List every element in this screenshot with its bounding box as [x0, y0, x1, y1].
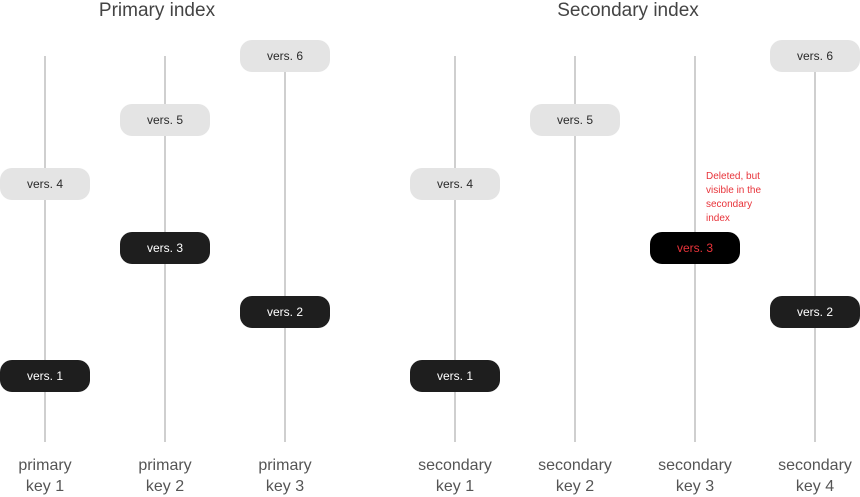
- version-pill: vers. 2: [240, 296, 330, 328]
- lane-key-name: key 2: [555, 478, 595, 495]
- lane-key-name: key 3: [675, 478, 715, 495]
- lane-key-label: secondary key 2: [515, 455, 635, 497]
- version-timeline-line: [44, 56, 46, 442]
- lane-key-type: primary: [138, 457, 192, 474]
- annotation-line: Deleted, but: [706, 171, 760, 182]
- version-pill: vers. 1: [0, 360, 90, 392]
- lane-key-label: secondary key 4: [755, 455, 860, 497]
- version-pill: vers. 2: [770, 296, 860, 328]
- version-pill: vers. 3: [650, 232, 740, 264]
- version-timeline-line: [574, 56, 576, 442]
- version-pill: vers. 5: [530, 104, 620, 136]
- annotation-line: visible in the: [706, 185, 762, 196]
- version-pill: vers. 1: [410, 360, 500, 392]
- version-pill: vers. 3: [120, 232, 210, 264]
- lane-key-name: key 1: [25, 478, 65, 495]
- lane-key-name: key 4: [795, 478, 835, 495]
- lane-key-label: primary key 1: [0, 455, 105, 497]
- lane-key-type: secondary: [418, 457, 492, 474]
- annotation-line: index: [706, 213, 730, 224]
- version-pill: vers. 6: [770, 40, 860, 72]
- version-timeline-line: [814, 56, 816, 442]
- lane-key-name: key 3: [265, 478, 305, 495]
- lane-key-type: secondary: [658, 457, 732, 474]
- lane-key-name: key 2: [145, 478, 185, 495]
- version-timeline-line: [454, 56, 456, 442]
- lane-key-label: primary key 3: [225, 455, 345, 497]
- version-pill: vers. 4: [0, 168, 90, 200]
- secondary-index-title: Secondary index: [557, 0, 699, 21]
- lane-key-label: primary key 2: [105, 455, 225, 497]
- deleted-annotation: Deleted, but visible in the secondary in…: [706, 170, 776, 226]
- lane-key-type: secondary: [538, 457, 612, 474]
- version-pill: vers. 6: [240, 40, 330, 72]
- lane-key-name: key 1: [435, 478, 475, 495]
- lane-key-type: primary: [18, 457, 72, 474]
- annotation-line: secondary: [706, 199, 753, 210]
- lane-key-type: secondary: [778, 457, 852, 474]
- version-pill: vers. 4: [410, 168, 500, 200]
- primary-index-title: Primary index: [98, 0, 216, 21]
- lane-key-label: secondary key 1: [395, 455, 515, 497]
- lane-key-type: primary: [258, 457, 312, 474]
- version-timeline-line: [284, 56, 286, 442]
- lane-key-label: secondary key 3: [635, 455, 755, 497]
- version-pill: vers. 5: [120, 104, 210, 136]
